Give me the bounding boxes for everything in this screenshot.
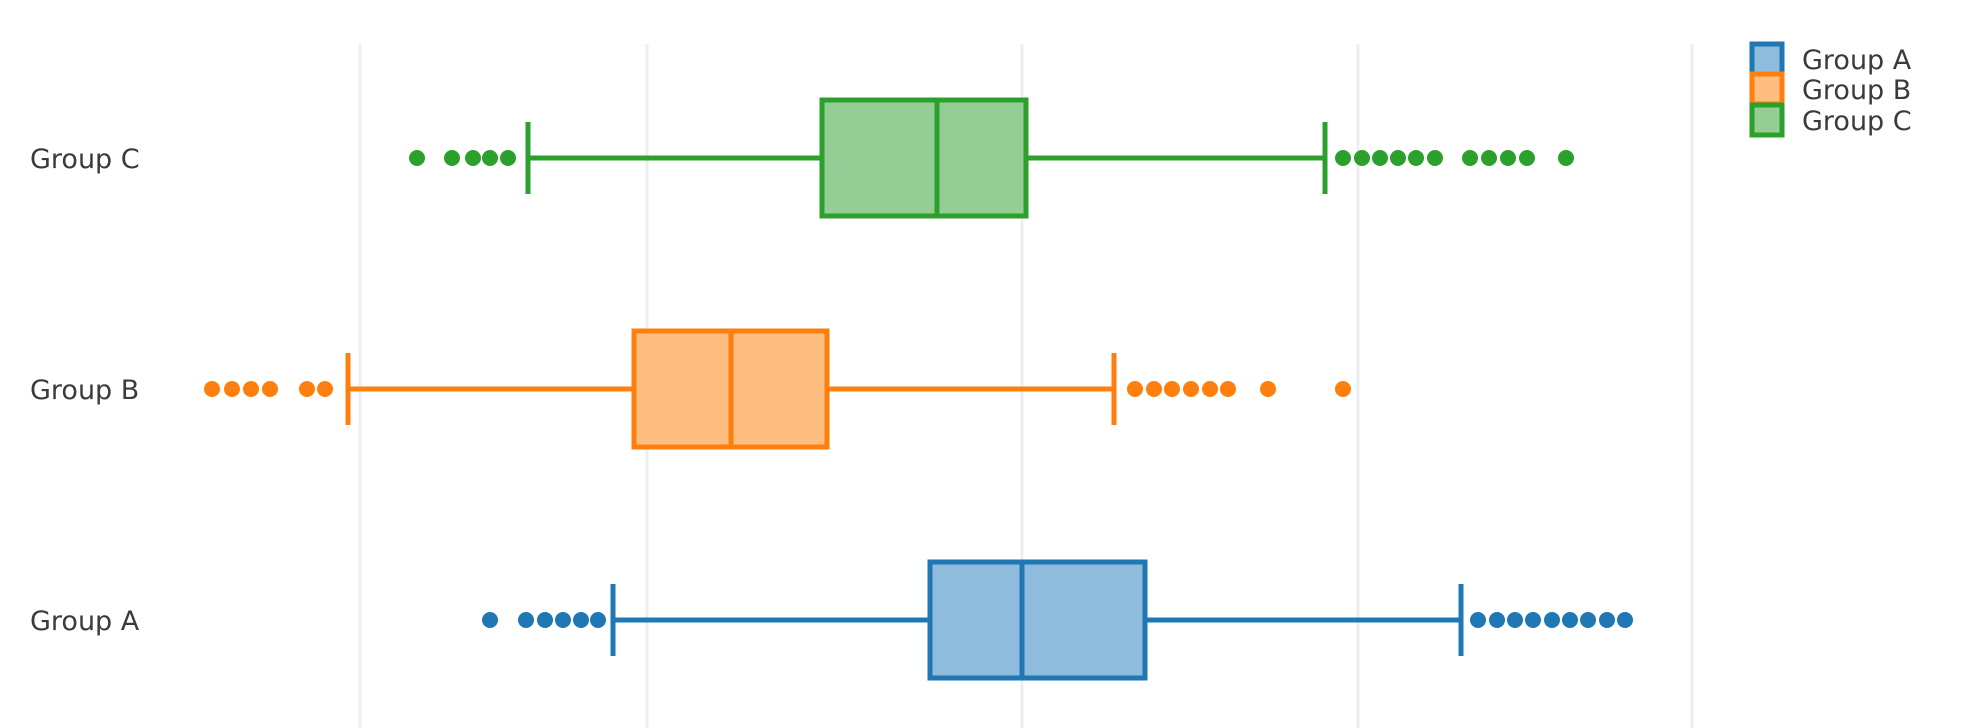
box xyxy=(819,97,1029,219)
outlier-point xyxy=(1562,612,1578,628)
legend-label-group-b: Group B xyxy=(1802,75,1911,106)
outlier-point xyxy=(1481,150,1497,166)
outlier-point xyxy=(1202,381,1218,397)
outlier-point xyxy=(1335,381,1351,397)
box xyxy=(927,559,1148,681)
boxplot-series-group xyxy=(204,97,1633,681)
outlier-point xyxy=(1599,612,1615,628)
legend-label-group-a: Group A xyxy=(1802,45,1912,76)
outlier-point xyxy=(465,150,481,166)
outlier-point xyxy=(1507,612,1523,628)
legend-swatch-group-c xyxy=(1749,102,1785,138)
outlier-point xyxy=(1544,612,1560,628)
outlier-point xyxy=(590,612,606,628)
outlier-point xyxy=(1489,612,1505,628)
outlier-point xyxy=(444,150,460,166)
legend-label-group-c: Group C xyxy=(1802,106,1912,137)
outlier-point xyxy=(1335,150,1351,166)
boxplot-group-c xyxy=(409,97,1574,219)
outlier-point xyxy=(1220,381,1236,397)
ytick-label-group-a: Group A xyxy=(30,606,140,637)
outlier-point xyxy=(224,381,240,397)
outlier-point xyxy=(1127,381,1143,397)
outlier-point xyxy=(299,381,315,397)
outlier-point xyxy=(555,612,571,628)
outlier-point xyxy=(1372,150,1388,166)
outlier-point xyxy=(1183,381,1199,397)
outlier-point xyxy=(482,150,498,166)
outlier-point xyxy=(482,612,498,628)
ytick-label-group-b: Group B xyxy=(30,375,139,406)
outlier-point xyxy=(262,381,278,397)
outlier-point xyxy=(1390,150,1406,166)
ytick-label-group-c: Group C xyxy=(30,144,140,175)
outlier-point xyxy=(1462,150,1478,166)
outlier-point xyxy=(1470,612,1486,628)
outlier-point xyxy=(1164,381,1180,397)
outlier-point xyxy=(1260,381,1276,397)
outlier-point xyxy=(500,150,516,166)
outlier-point xyxy=(1427,150,1443,166)
outlier-point xyxy=(573,612,589,628)
outlier-point xyxy=(537,612,553,628)
outlier-point xyxy=(1580,612,1596,628)
outlier-point xyxy=(204,381,220,397)
outlier-point xyxy=(1558,150,1574,166)
boxplot-group-b xyxy=(204,328,1351,450)
outlier-point xyxy=(1500,150,1516,166)
legend-swatch-group-b xyxy=(1749,71,1785,107)
outlier-point xyxy=(1146,381,1162,397)
outlier-point xyxy=(1525,612,1541,628)
outlier-point xyxy=(1617,612,1633,628)
outlier-point xyxy=(1408,150,1424,166)
outlier-point xyxy=(317,381,333,397)
outlier-point xyxy=(518,612,534,628)
boxplot-group-a xyxy=(482,559,1633,681)
legend-swatch-group-a xyxy=(1749,41,1785,77)
outlier-point xyxy=(243,381,259,397)
ytick-labels: Group C Group B Group A xyxy=(30,144,140,637)
outlier-point xyxy=(1354,150,1370,166)
outlier-point xyxy=(409,150,425,166)
outlier-point xyxy=(1519,150,1535,166)
